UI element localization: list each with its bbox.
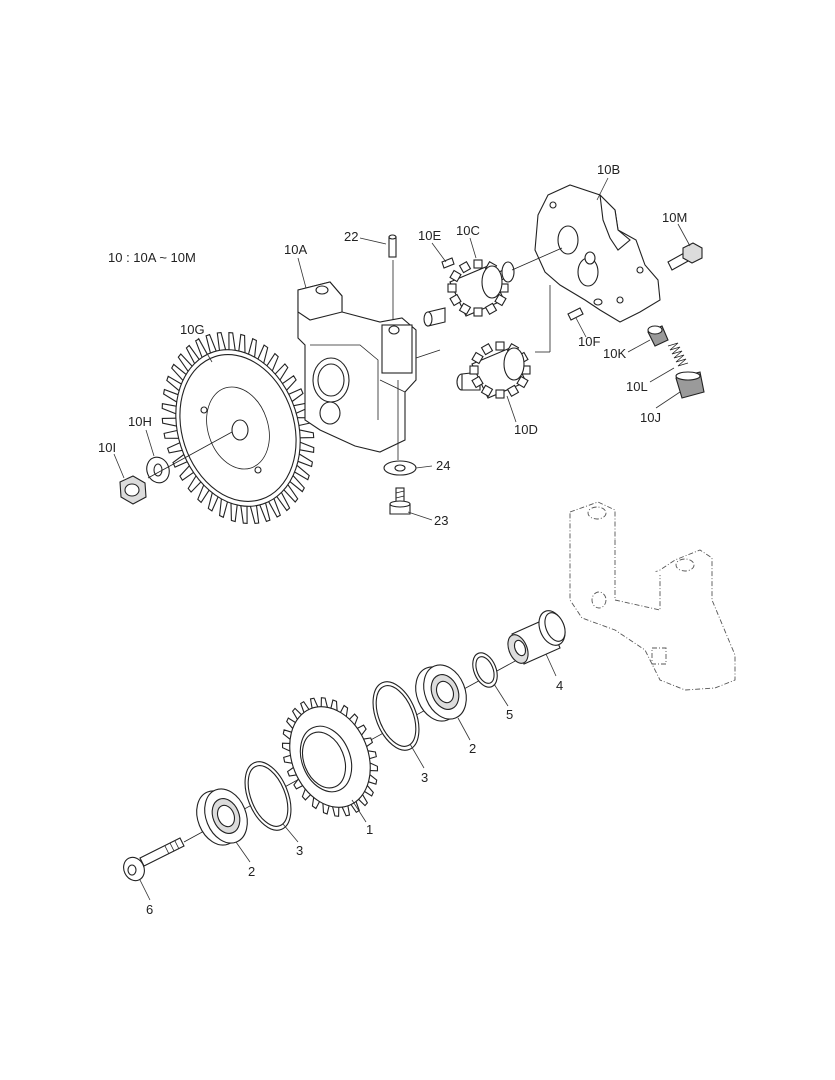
label-10m: 10M — [662, 210, 687, 225]
gear-tooth — [447, 283, 457, 293]
gear-tooth — [473, 259, 483, 269]
pump-body-10a — [297, 281, 417, 453]
label-3-right: 3 — [421, 770, 428, 785]
bearing-2-right — [415, 664, 467, 722]
label-10f: 10F — [578, 334, 600, 349]
label-10k: 10K — [603, 346, 626, 361]
gear-face — [503, 347, 525, 381]
washer-24 — [383, 460, 417, 476]
gear-case-bracket — [569, 501, 736, 691]
label-4: 4 — [556, 678, 563, 693]
label-23: 23 — [434, 513, 448, 528]
gear-tooth — [471, 351, 484, 365]
idler-shaft-4 — [507, 610, 566, 665]
label-22: 22 — [344, 229, 358, 244]
gear-tooth — [458, 260, 472, 274]
label-24: 24 — [436, 458, 450, 473]
assembly-note: 10 : 10A ~ 10M — [108, 250, 196, 265]
gear-tooth — [480, 384, 494, 398]
label-10c: 10C — [456, 223, 480, 238]
nut-10i — [119, 475, 147, 505]
label-2-left: 2 — [248, 864, 255, 879]
gear-tooth — [495, 341, 505, 351]
snap-ring-3-right — [372, 681, 420, 751]
gear-tooth — [516, 375, 529, 389]
label-2-right: 2 — [469, 741, 476, 756]
label-10l: 10L — [626, 379, 648, 394]
dowel-10f — [567, 307, 584, 321]
bearing-2-left — [196, 788, 248, 846]
label-10j: 10J — [640, 410, 661, 425]
label-10b: 10B — [597, 162, 620, 177]
label-5: 5 — [506, 707, 513, 722]
gear-tooth — [494, 293, 507, 307]
gear-tooth — [506, 384, 520, 398]
bolt-6 — [123, 837, 185, 882]
idler-gear-1 — [281, 697, 379, 817]
pin-22 — [388, 234, 397, 258]
gear-tooth — [449, 269, 462, 283]
retaining-ring-5 — [472, 652, 498, 688]
gear-tooth — [458, 302, 472, 316]
gear-tooth — [473, 307, 483, 317]
gear-tooth — [449, 293, 462, 307]
gear-tooth — [469, 365, 479, 375]
label-10a: 10A — [284, 242, 307, 257]
label-1: 1 — [366, 822, 373, 837]
label-10i: 10I — [98, 440, 116, 455]
pump-drive-gear-10g — [161, 332, 315, 524]
label-3-left: 3 — [296, 843, 303, 858]
drive-gear-10c — [423, 259, 515, 327]
gear-tooth — [471, 375, 484, 389]
pump-cover-10b — [534, 184, 661, 323]
label-10e: 10E — [418, 228, 441, 243]
gear-face — [481, 265, 503, 299]
label-6: 6 — [146, 902, 153, 917]
label-10g: 10G — [180, 322, 205, 337]
spring-10l — [667, 342, 689, 367]
gear-tooth — [495, 389, 505, 399]
washer-10h — [146, 456, 170, 484]
plug-10j — [675, 371, 705, 399]
gear-tooth — [484, 302, 498, 316]
plug-10m — [667, 242, 703, 271]
relief-valve-10k — [647, 325, 669, 347]
label-10d: 10D — [514, 422, 538, 437]
gear-teeth — [281, 697, 379, 817]
bolt-23 — [389, 487, 411, 515]
key-10e — [441, 257, 455, 269]
driven-gear-10d — [456, 341, 531, 399]
gear-tooth — [480, 342, 494, 356]
label-10h: 10H — [128, 414, 152, 429]
snap-ring-3-left — [244, 761, 292, 831]
